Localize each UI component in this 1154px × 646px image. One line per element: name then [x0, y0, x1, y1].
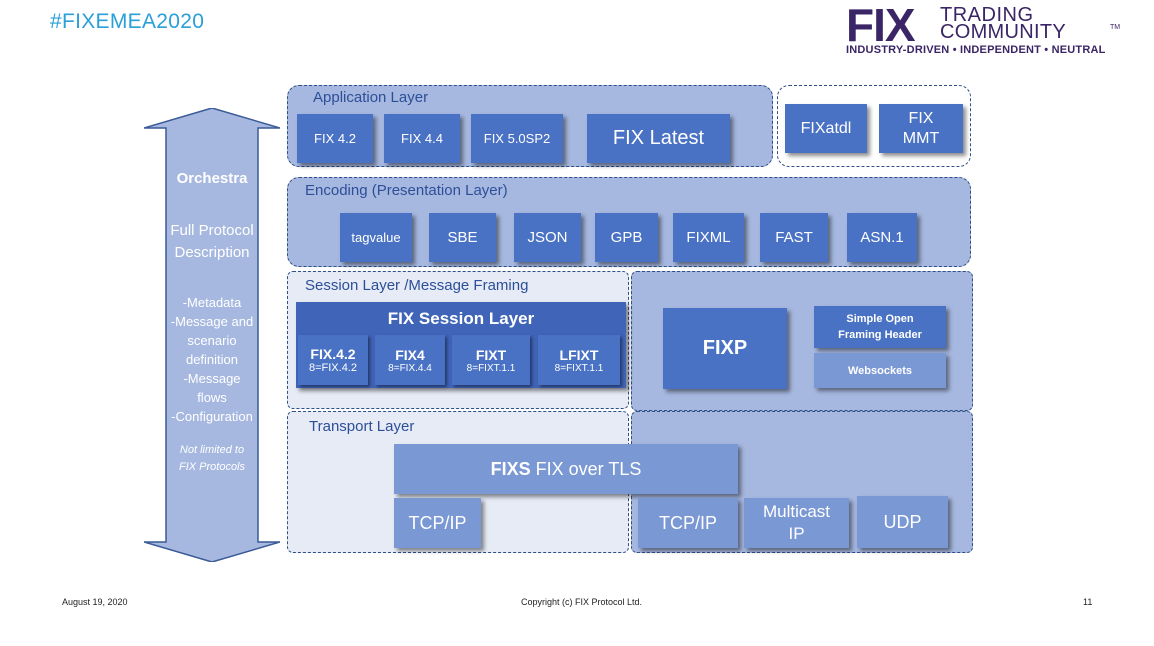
session-layer-label: Session Layer /Message Framing — [305, 277, 529, 294]
session-version-box: FIX.4.2 8=FIX.4.2 — [298, 335, 368, 385]
logo-trademark: TM — [1110, 24, 1121, 31]
multicast-ip-box: Multicast IP — [744, 498, 849, 548]
fix-42-box: FIX 4.2 — [297, 114, 373, 163]
session-version-name: FIX.4.2 — [310, 346, 356, 362]
encoding-fast-box: FAST — [760, 213, 828, 262]
session-version-box: FIX4 8=FIX.4.4 — [375, 335, 445, 385]
fix-latest-box: FIX Latest — [587, 114, 730, 163]
encoding-layer-label: Encoding (Presentation Layer) — [305, 182, 508, 199]
session-version-name: LFIXT — [559, 346, 599, 363]
orchestra-double-arrow — [144, 108, 280, 562]
orchestra-feature: -Message and — [170, 314, 254, 329]
sofh-line: Simple Open — [846, 313, 914, 325]
logo-community: COMMUNITY — [940, 21, 1067, 43]
fixs-description: FIX over TLS — [530, 458, 642, 479]
fix-50sp2-box: FIX 5.0SP2 — [471, 114, 563, 163]
sofh-line: Framing Header — [838, 329, 922, 341]
fix-44-box: FIX 4.4 — [384, 114, 460, 163]
orchestra-note-line: FIX Protocols — [178, 461, 246, 473]
session-version-begin-string: 8=FIX.4.4 — [388, 362, 432, 374]
orchestra-subtitle-line: Description — [174, 244, 250, 261]
orchestra-feature: definition — [185, 352, 239, 367]
encoding-fixml-box: FIXML — [673, 213, 744, 262]
fixs-over-tls-box: FIXS FIX over TLS — [394, 444, 738, 494]
orchestra-feature: scenario — [187, 333, 237, 348]
tcp-ip-box: TCP/IP — [638, 498, 738, 548]
udp-box: UDP — [857, 496, 948, 548]
footer-copyright: Copyright (c) FIX Protocol Ltd. — [521, 597, 643, 607]
session-version-name: FIX4 — [395, 346, 425, 363]
session-version-begin-string: 8=FIXT.1.1 — [466, 362, 516, 374]
fix-trading-community-logo: FIX TRADING COMMUNITY TM INDUSTRY-DRIVEN… — [846, 2, 1126, 60]
orchestra-title: Orchestra — [176, 170, 248, 187]
orchestra-note: Not limited to FIX Protocols — [150, 442, 274, 476]
fixatdl-box: FIXatdl — [785, 104, 867, 153]
logo-tagline: INDUSTRY-DRIVEN • INDEPENDENT • NEUTRAL — [846, 44, 1106, 56]
orchestra-feature: -Configuration — [171, 409, 253, 424]
fixs-label: FIXS — [490, 458, 531, 479]
encoding-json-box: JSON — [514, 213, 581, 262]
logo-mark: FIX — [846, 0, 916, 51]
encoding-sbe-box: SBE — [429, 213, 496, 262]
session-version-name: FIXT — [475, 346, 507, 363]
event-hashtag: #FIXEMEA2020 — [50, 10, 205, 33]
fixp-box: FIXP — [663, 308, 787, 389]
orchestra-feature: flows — [197, 390, 227, 405]
logo-trading: TRADING — [940, 4, 1034, 26]
tcp-ip-box: TCP/IP — [394, 498, 481, 548]
orchestra-note-line: Not limited to — [179, 444, 245, 456]
orchestra-feature: -Metadata — [182, 295, 242, 310]
fix-mmt-box: FIX MMT — [879, 104, 963, 153]
encoding-asn1-box: ASN.1 — [847, 213, 917, 262]
session-version-begin-string: 8=FIX.4.2 — [308, 362, 357, 374]
footer-date: August 19, 2020 — [62, 597, 128, 607]
application-layer-label: Application Layer — [313, 89, 429, 106]
encoding-gpb-box: GPB — [595, 213, 658, 262]
footer-page-number: 11 — [1083, 597, 1093, 607]
websockets-box: Websockets — [814, 353, 946, 388]
encoding-tagvalue-box: tagvalue — [340, 213, 412, 262]
session-version-box: FIXT 8=FIXT.1.1 — [452, 335, 530, 385]
orchestra-feature: -Message — [183, 371, 241, 386]
orchestra-subtitle-line: Full Protocol — [170, 222, 254, 239]
transport-layer-label: Transport Layer — [309, 418, 415, 435]
session-version-begin-string: 8=FIXT.1.1 — [554, 362, 604, 374]
sofh-box: Simple Open Framing Header — [814, 306, 946, 348]
session-version-box: LFIXT 8=FIXT.1.1 — [538, 335, 620, 385]
orchestra-feature-list: -Metadata -Message and scenario definiti… — [150, 293, 274, 426]
orchestra-subtitle: Full Protocol Description — [150, 220, 274, 264]
